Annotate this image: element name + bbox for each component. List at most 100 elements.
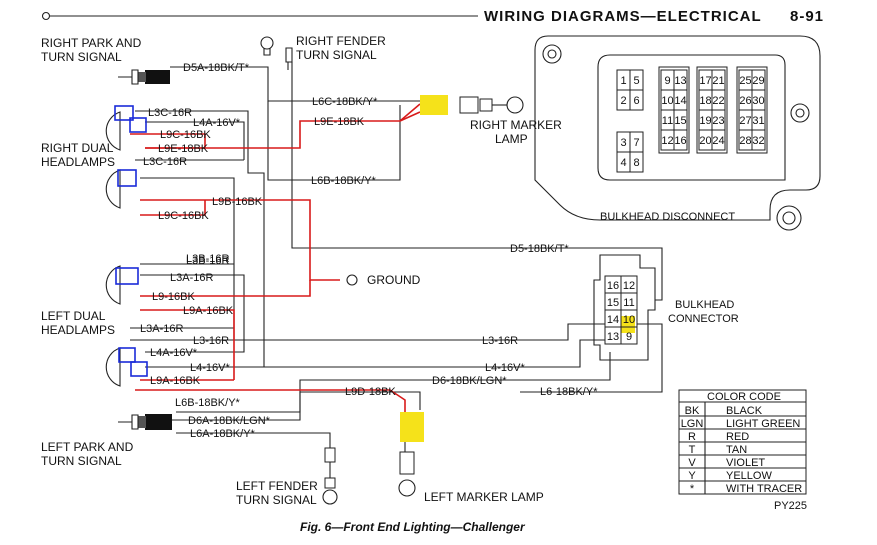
pin-number: 8 [633, 157, 639, 169]
pin-number: 4 [620, 157, 626, 169]
bulkhead-disconnect-label: BULKHEAD DISCONNECT [600, 211, 735, 223]
pin-number: 22 [712, 95, 724, 107]
ground-terminal: GROUND [346, 273, 421, 287]
wire-label: L9C-16BK [158, 210, 209, 222]
pin-number: 25 [739, 75, 751, 87]
right-dual-headlamps: RIGHT DUAL HEADLAMPS [41, 105, 147, 209]
color-code-key: R [688, 431, 696, 443]
wire-label: L3A-16R [140, 323, 183, 335]
pin-number: 10 [661, 95, 673, 107]
pin-number: 24 [712, 135, 724, 147]
pin-number: 21 [712, 75, 724, 87]
header-bullet [41, 11, 51, 21]
pin-number: 26 [739, 95, 751, 107]
wire-label: L3C-16R [148, 107, 192, 119]
color-code-key: * [690, 483, 695, 495]
pin-number: 30 [752, 95, 764, 107]
pin-number: 27 [739, 115, 751, 127]
wire-label: D6A-18BK/LGN* [188, 415, 271, 427]
left-park-lamp: LEFT PARK AND TURN SIGNAL [41, 414, 172, 468]
connector-pin-number: 9 [626, 331, 632, 343]
left-dual-label: LEFT DUAL HEADLAMPS [41, 309, 115, 337]
color-code-name: VIOLET [726, 457, 765, 469]
left-marker-lamp: LEFT MARKER LAMP [398, 412, 544, 504]
pin-cell [629, 89, 644, 111]
left-fender-lamp: LEFT FENDER TURN SIGNAL [236, 447, 338, 507]
wire-label: L6A-18BK/Y* [190, 428, 256, 440]
right-park-label: RIGHT PARK AND TURN SIGNAL [41, 36, 145, 64]
pin-number: 31 [752, 115, 764, 127]
wire-label: L9A-16BK [183, 305, 234, 317]
color-code-name: RED [726, 431, 749, 443]
wire-label: D6-18BK/LGN* [432, 375, 507, 387]
color-code-name: WITH TRACER [726, 483, 802, 495]
wire-label: L9B-16BK [212, 196, 263, 208]
wire-label: L3-16R [193, 335, 229, 347]
pin-number: 14 [674, 95, 686, 107]
wire-label: D5-18BK/T* [510, 243, 569, 255]
color-code-key: Y [688, 470, 696, 482]
pin-number: 18 [699, 95, 711, 107]
right-marker-lamp: RIGHT MARKER LAMP [420, 95, 565, 146]
pin-cell [629, 151, 644, 173]
wire-labels: D5A-18BK/T*L6C-18BK/Y*L3C-16RL4A-16V*L9E… [140, 62, 598, 440]
pin-10-highlight [621, 316, 635, 333]
color-code-title: COLOR CODE [707, 391, 781, 403]
page-number: 8-91 [790, 8, 824, 25]
color-code-name: LIGHT GREEN [726, 418, 800, 430]
color-code-key: BK [685, 405, 700, 417]
pin-cell [751, 129, 766, 151]
black-wires [130, 62, 663, 448]
pin-number: 2 [620, 95, 626, 107]
figure-code: PY225 [774, 500, 807, 512]
wire-label: L9E-18BK [158, 143, 209, 155]
wire-label: L6B-18BK/Y* [175, 397, 241, 409]
connector-pin [620, 326, 638, 345]
wire-label: L4A-16V* [150, 347, 198, 359]
right-fender-lamp: RIGHT FENDER TURN SIGNAL [260, 34, 386, 70]
pin-number: 16 [674, 135, 686, 147]
pin-number: 6 [633, 95, 639, 107]
color-code-key: V [688, 457, 696, 469]
wire-label: D5A-18BK/T* [183, 62, 250, 74]
pin-number: 29 [752, 75, 764, 87]
figure-caption: Fig. 6—Front End Lighting—Challenger [300, 520, 526, 534]
wire-label: L9C-16BK [160, 129, 211, 141]
pin-number: 23 [712, 115, 724, 127]
right-marker-label: RIGHT MARKER LAMP [470, 118, 565, 146]
pin-number: 20 [699, 135, 711, 147]
pin-number: 13 [674, 75, 686, 87]
wire-label: L9A-16BK [150, 375, 201, 387]
pin-number: 12 [661, 135, 673, 147]
color-code-name: YELLOW [726, 470, 772, 482]
wire-label: L3B-16R [186, 255, 229, 267]
color-code-name: BLACK [726, 405, 763, 417]
red-wires [130, 103, 421, 412]
right-park-lamp: RIGHT PARK AND TURN SIGNAL [41, 36, 170, 85]
wire-label: L6-18BK/Y* [540, 386, 598, 398]
left-dual-headlamps: LEFT DUAL HEADLAMPS [41, 265, 148, 387]
wire-label: L4-16V* [190, 362, 230, 374]
pin-number: 7 [633, 137, 639, 149]
connector-pin-number: 15 [607, 297, 619, 309]
connector-pin-number: 11 [623, 297, 634, 309]
pin-number: 28 [739, 135, 751, 147]
right-dual-label: RIGHT DUAL HEADLAMPS [41, 141, 116, 169]
wire-label: L3B-16R [186, 253, 229, 265]
pin-number: 1 [620, 75, 626, 87]
pin-number: 32 [752, 135, 764, 147]
pin-number: 3 [620, 137, 626, 149]
connector-pin-number: 14 [607, 314, 619, 326]
pin-cell [673, 129, 688, 151]
left-fender-label: LEFT FENDER TURN SIGNAL [236, 479, 321, 507]
wire-label: L6B-18BK/Y* [311, 175, 377, 187]
connector-pin-number: 16 [607, 280, 619, 292]
pin-number: 5 [633, 75, 639, 87]
pin-number: 11 [662, 115, 673, 127]
wire-label: L3-16R [482, 335, 518, 347]
page-title: WIRING DIAGRAMS—ELECTRICAL [484, 8, 762, 25]
wire-label: L9-16BK [152, 291, 195, 303]
